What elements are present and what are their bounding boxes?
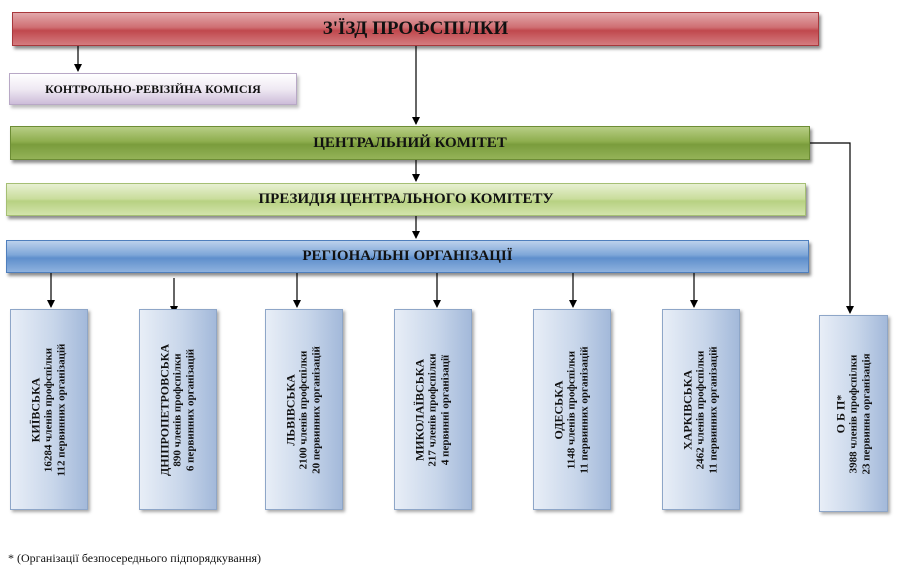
audit-commission-label: КОНТРОЛЬНО-РЕВІЗІЙНА КОМІСІЯ <box>45 81 261 96</box>
org-members: 3988 членів профспілки <box>847 354 859 473</box>
regional-organizations-box: РЕГІОНАЛЬНІ ОРГАНІЗАЦІЇ <box>6 240 809 273</box>
org-name: ОДЕСЬКА <box>551 380 566 439</box>
org-units: 11 первинних організацій <box>578 345 591 474</box>
org-units: 23 первинна організація <box>860 352 872 475</box>
congress-box: З'ЇЗД ПРОФСПІЛКИ <box>12 12 819 46</box>
org-kyiv: КИЇВСЬКА 16284 членів профспілки 112 пер… <box>10 309 88 510</box>
org-members: 16284 членів профспілки <box>42 347 55 472</box>
presidium-label: ПРЕЗИДІЯ ЦЕНТРАЛЬНОГО КОМІТЕТУ <box>258 191 554 207</box>
org-name: О Б П* <box>833 394 847 433</box>
org-members: 2462 членів профспілки <box>694 350 707 469</box>
org-units: 4 первинні організації <box>439 354 452 465</box>
org-mykolaiv: МИКОЛАЇВСЬКА 217 членів профспілки 4 пер… <box>394 309 472 510</box>
arrow-central-to-obp <box>810 142 854 314</box>
org-lviv: ЛЬВІВСЬКА 2100 членів профспілки 20 перв… <box>265 309 343 510</box>
org-name: ДНІПРОПЕТРОВСЬКА <box>157 343 172 476</box>
congress-label: З'ЇЗД ПРОФСПІЛКИ <box>322 18 509 39</box>
presidium-box: ПРЕЗИДІЯ ЦЕНТРАЛЬНОГО КОМІТЕТУ <box>6 183 806 216</box>
org-name: ЛЬВІВСЬКА <box>283 373 298 446</box>
org-name: МИКОЛАЇВСЬКА <box>412 358 427 461</box>
org-units: 20 первинних організацій <box>310 345 323 474</box>
footnote: * (Організації безпосереднього підпорядк… <box>8 551 262 565</box>
org-members: 217 членів профспілки <box>426 352 439 467</box>
org-dnipropetrovsk: ДНІПРОПЕТРОВСЬКА 890 членів профспілки 6… <box>139 309 217 510</box>
org-members: 890 членів профспілки <box>171 352 184 467</box>
regional-organizations-label: РЕГІОНАЛЬНІ ОРГАНІЗАЦІЇ <box>302 248 513 264</box>
org-name: КИЇВСЬКА <box>28 377 43 442</box>
central-committee-label: ЦЕНТРАЛЬНИЙ КОМІТЕТ <box>313 134 507 151</box>
org-members: 1148 членів профспілки <box>565 350 578 469</box>
central-committee-box: ЦЕНТРАЛЬНИЙ КОМІТЕТ <box>10 126 810 160</box>
audit-commission-box: КОНТРОЛЬНО-РЕВІЗІЙНА КОМІСІЯ <box>9 73 297 105</box>
org-name: ХАРКІВСЬКА <box>680 369 695 450</box>
org-units: 112 первинних організацій <box>55 343 68 476</box>
org-members: 2100 членів профспілки <box>297 350 310 469</box>
org-kharkiv: ХАРКІВСЬКА 2462 членів профспілки 11 пер… <box>662 309 740 510</box>
org-units: 11 первинних організацій <box>707 345 720 474</box>
org-units: 6 первинних організацій <box>184 348 197 471</box>
org-odesa: ОДЕСЬКА 1148 членів профспілки 11 первин… <box>533 309 611 510</box>
org-obp: О Б П* 3988 членів профспілки 23 первинн… <box>819 315 888 512</box>
